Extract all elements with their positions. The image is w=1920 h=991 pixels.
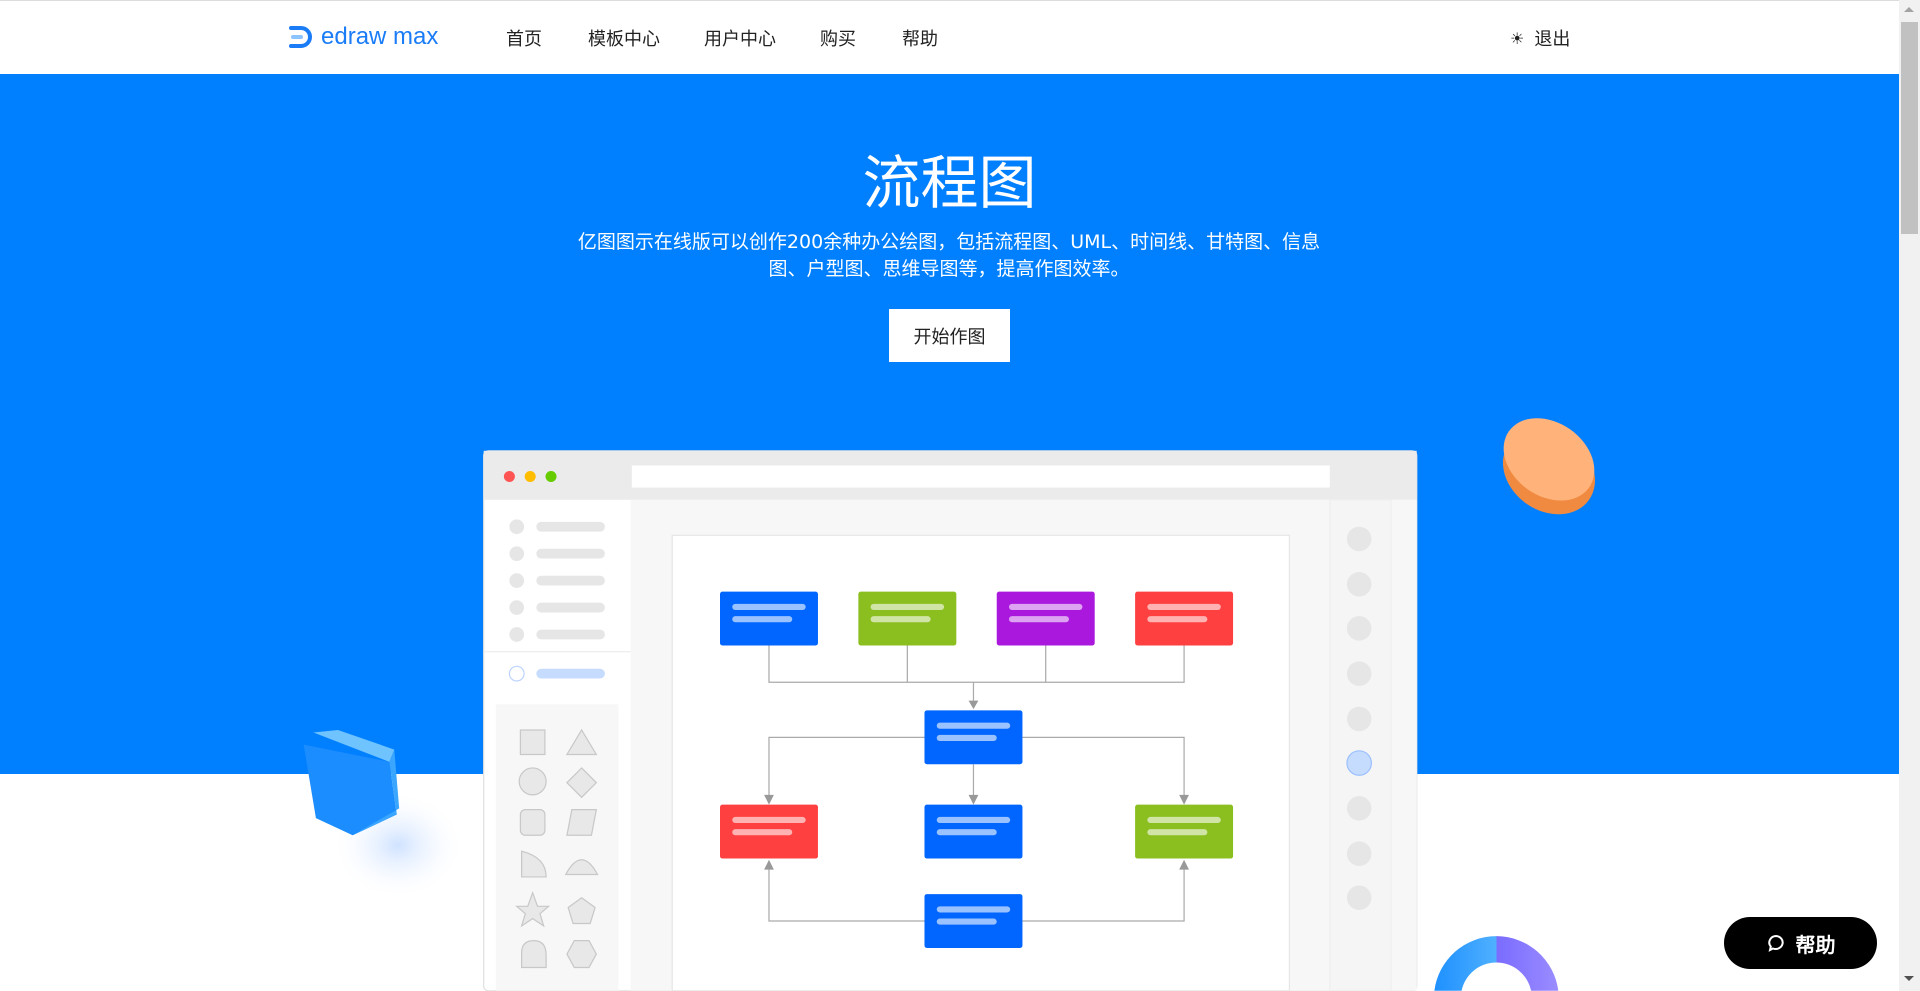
scroll-down-icon[interactable] [1904, 976, 1914, 981]
flowchart-node-green [1135, 804, 1234, 859]
app-window-mockup [483, 450, 1418, 991]
vertical-scrollbar[interactable] [1899, 0, 1920, 991]
ring-decoration [1434, 936, 1559, 991]
flowchart-node-blue [924, 804, 1023, 859]
flowchart-node-red [1135, 591, 1234, 646]
top-navigation: edraw max 首页 模板中心 用户中心 购买 帮助 ☀ 退出 [0, 1, 1899, 73]
chat-bubble-icon [1767, 934, 1784, 952]
nav-item-user-center[interactable]: 用户中心 [704, 29, 776, 50]
coin-decoration [1502, 418, 1595, 515]
nav-item-templates[interactable]: 模板中心 [588, 29, 660, 50]
sun-icon: ☀ [1510, 28, 1525, 48]
nav-item-help[interactable]: 帮助 [902, 29, 938, 50]
description-line-2: 图、户型图、思维导图等，提高作图效率。 [768, 258, 1130, 280]
logo[interactable]: edraw max [289, 23, 438, 51]
nav-item-buy[interactable]: 购买 [820, 29, 856, 50]
minimize-dot-icon [524, 471, 536, 483]
logout-label: 退出 [1534, 29, 1571, 50]
flowchart-node-green [858, 591, 957, 646]
flowchart-node-blue [924, 710, 1023, 765]
help-chat-label: 帮助 [1795, 932, 1836, 957]
help-chat-button[interactable]: 帮助 [1724, 917, 1877, 969]
flowchart-node-blue [924, 894, 1023, 948]
logout-button[interactable]: ☀ 退出 [1510, 25, 1570, 51]
flowchart-node-red [720, 804, 818, 859]
nav-item-home[interactable]: 首页 [506, 29, 542, 50]
start-drawing-button[interactable]: 开始作图 [889, 309, 1010, 362]
logo-text: edraw max [321, 23, 439, 50]
scrollbar-thumb[interactable] [1901, 22, 1918, 234]
flowchart-node-blue [720, 591, 818, 646]
cube-decoration [303, 729, 466, 901]
flowchart-node-purple [996, 591, 1095, 646]
edraw-logo-icon [289, 26, 312, 48]
scroll-up-icon[interactable] [1904, 7, 1914, 12]
close-dot-icon [503, 471, 515, 483]
description-line-1: 亿图图示在线版可以创作200余种办公绘图，包括流程图、UML、时间线、甘特图、信… [577, 231, 1321, 253]
hero-description: 亿图图示在线版可以创作200余种办公绘图，包括流程图、UML、时间线、甘特图、信… [551, 229, 1347, 283]
maximize-dot-icon [545, 471, 557, 483]
top-border [0, 0, 1899, 1]
page-title: 流程图 [862, 149, 1037, 217]
